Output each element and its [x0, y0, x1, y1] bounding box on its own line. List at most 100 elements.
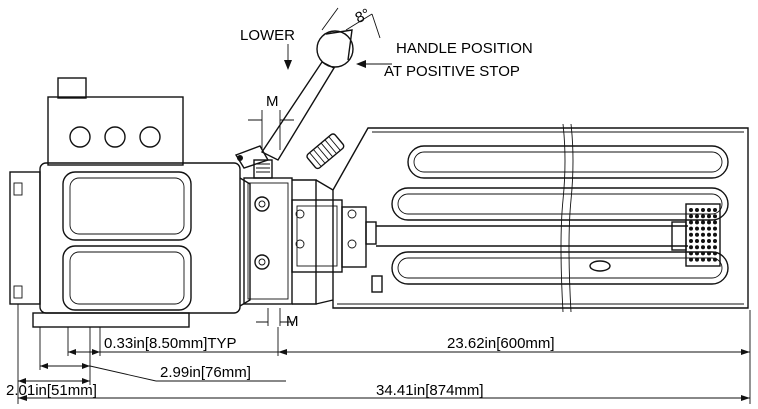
- strainer-hole: [695, 257, 699, 262]
- manifold-block: [243, 177, 293, 305]
- dimension-extension-lines: [17, 304, 751, 404]
- end-cap-boss-bottom: [13, 285, 23, 299]
- pump-bolt-3: [347, 209, 357, 219]
- strainer-hole: [707, 220, 711, 225]
- view-break-line-right: [568, 123, 574, 313]
- tank-rib-1-inner: [413, 151, 723, 173]
- strainer-hole: [689, 214, 693, 219]
- dim-mid-label: 2.99in[76mm]: [160, 364, 251, 381]
- strainer-hole: [713, 232, 717, 237]
- dim-tank-label: 23.62in[600mm]: [447, 335, 555, 352]
- strainer-hole: [695, 226, 699, 231]
- strainer-hole: [689, 239, 693, 243]
- junction-box: [47, 96, 184, 166]
- m-dimension-bottom: [256, 308, 294, 326]
- strainer-hole: [695, 220, 699, 225]
- knockout-hole-3: [139, 126, 161, 148]
- strainer-hole: [689, 232, 693, 237]
- pump-bolt-1: [295, 209, 305, 219]
- strainer-body: [685, 203, 721, 267]
- tank-rib-3-inner: [397, 257, 723, 279]
- strainer-hole: [689, 245, 693, 250]
- strainer-hole: [713, 208, 717, 212]
- junction-box-cap: [57, 77, 87, 99]
- pump-gear-housing: [341, 206, 367, 268]
- pump-bolt-4: [347, 239, 357, 249]
- dim-typ-label: 0.33in[8.50mm]TYP: [104, 335, 237, 352]
- angle-label: 8°: [353, 5, 373, 26]
- tank-rib-1: [407, 145, 729, 179]
- strainer-hole: [695, 232, 699, 237]
- strainer-hole: [695, 251, 699, 256]
- handle-lever: [260, 61, 335, 161]
- tank-rib-2: [391, 187, 729, 221]
- handle-pivot: [234, 145, 270, 169]
- reservoir-collar: [292, 179, 317, 305]
- end-cap-boss-top: [13, 182, 23, 196]
- motor-fin-upper-inner: [69, 177, 185, 235]
- suction-tube: [376, 225, 688, 247]
- strainer-hole: [695, 239, 699, 243]
- reservoir-tank: [332, 123, 749, 313]
- manifold-inner: [247, 182, 289, 300]
- view-break-line-left: [560, 123, 566, 313]
- pump-body-inner: [296, 205, 338, 267]
- m-dimension-top: [248, 110, 294, 150]
- pump-manifold-assembly: [243, 159, 383, 305]
- motor-fin-upper: [62, 171, 192, 241]
- handle-position-label-1: HANDLE POSITION: [396, 40, 533, 57]
- drain-fitting: [371, 275, 383, 293]
- filler-breather-cap: [306, 133, 345, 170]
- strainer-hole: [689, 257, 693, 262]
- strainer-hole: [701, 239, 705, 243]
- strainer-hole: [713, 245, 717, 250]
- manifold-port-lower-inner: [258, 258, 266, 266]
- strainer-mesh: [689, 208, 717, 262]
- strainer-hole: [701, 214, 705, 219]
- motor-fin-lower-inner: [69, 251, 185, 305]
- strainer-hole: [707, 251, 711, 256]
- manifold-port-upper-inner: [258, 200, 266, 208]
- dim-left-label: 2.01in[51mm]: [6, 382, 97, 399]
- sight-port: [589, 260, 611, 272]
- tank-outline: [332, 127, 749, 309]
- valve-fitting: [253, 159, 273, 179]
- manifold-port-upper: [254, 196, 270, 212]
- strainer-hole: [689, 208, 693, 212]
- knockout-hole-1: [69, 126, 91, 148]
- tank-rib-3: [391, 251, 729, 285]
- handle-knob: [316, 30, 354, 68]
- motor-assembly: [9, 77, 251, 328]
- strainer-hole: [689, 251, 693, 256]
- manifold-port-lower: [254, 254, 270, 270]
- knockout-hole-2: [104, 126, 126, 148]
- handle-position-arrowhead: [356, 60, 366, 68]
- motor-flange: [239, 177, 251, 307]
- strainer-hole: [713, 251, 717, 256]
- strainer-hole: [695, 208, 699, 212]
- motor-base-plate: [32, 312, 190, 328]
- dim-typ-arrows: [68, 349, 100, 355]
- lower-arrowhead: [284, 60, 292, 70]
- motor-fin-lower: [62, 245, 192, 311]
- m-callout-bottom: M: [286, 313, 299, 330]
- strainer-hole: [701, 251, 705, 256]
- angle-extension-lines: [321, 7, 381, 39]
- tank-flange-lines: [337, 131, 744, 305]
- strainer-hole: [695, 214, 699, 219]
- strainer-hole: [713, 239, 717, 243]
- lower-label: LOWER: [240, 27, 295, 44]
- motor-end-cap: [9, 171, 41, 305]
- strainer-hole: [713, 214, 717, 219]
- handle-pivot-pin: [237, 155, 243, 161]
- strainer-hole: [701, 245, 705, 250]
- tank-rib-2-inner: [397, 193, 723, 215]
- strainer-hole: [701, 226, 705, 231]
- suction-strainer: [671, 203, 721, 267]
- strainer-hole: [707, 232, 711, 237]
- strainer-hole: [707, 214, 711, 219]
- valve-fitting-threads: [256, 163, 270, 173]
- strainer-hole: [707, 239, 711, 243]
- strainer-hole: [713, 220, 717, 225]
- pump-body: [291, 199, 343, 273]
